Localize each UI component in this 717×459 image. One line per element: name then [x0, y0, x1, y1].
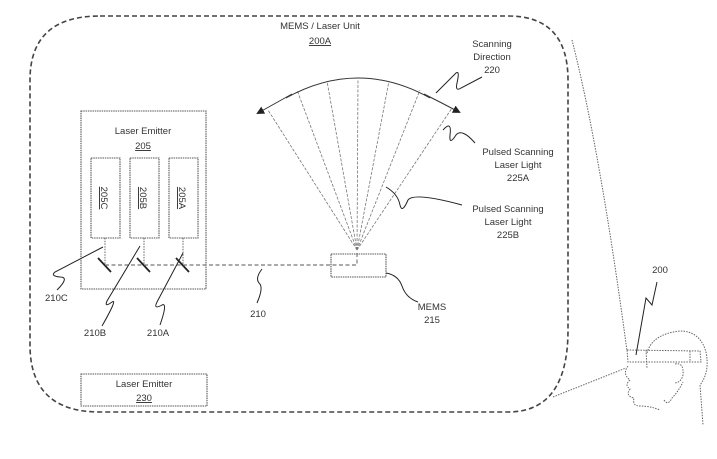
leader-215 — [385, 272, 419, 303]
scanning-direction-label-2: Direction — [473, 52, 511, 63]
scanning-direction-label-1: Scanning — [472, 39, 512, 50]
svg-text:205C: 205C — [98, 187, 109, 210]
mirror-ref-210b: 210B — [84, 328, 106, 339]
pulsed-a-label-2: Laser Light — [494, 160, 541, 171]
mirror-ref-210c: 210C — [45, 293, 68, 304]
leader-210c — [52, 246, 104, 291]
laser-emitter-title: Laser Emitter — [115, 126, 172, 137]
head-outline — [646, 330, 708, 426]
laser-emitter-230-box — [80, 373, 208, 407]
leader-210 — [256, 268, 263, 304]
laser-emitter-ref: 205 — [135, 141, 151, 152]
scanning-direction-arc — [285, 77, 431, 99]
pulsed-b-ref: 225B — [497, 230, 519, 241]
scan-ray — [267, 109, 358, 251]
mirror-210a — [175, 257, 190, 273]
combined-beam-210 — [105, 252, 358, 266]
headset-lens — [645, 349, 648, 369]
headset-band — [626, 349, 702, 363]
unit-ref: 200A — [309, 36, 332, 47]
laser-source-205b: 205B — [129, 157, 160, 239]
laser-emitter-230-title: Laser Emitter — [116, 379, 173, 390]
headset-ref-200: 200 — [652, 265, 668, 276]
leader-200 — [635, 281, 658, 356]
mirror-210c — [97, 257, 112, 273]
neck-outline — [663, 381, 684, 404]
face-outline — [624, 365, 661, 411]
laser-source-205c: 205C — [90, 157, 121, 239]
leader-225b — [385, 186, 463, 210]
beam-ref-210: 210 — [250, 309, 266, 320]
scan-ray — [296, 89, 358, 251]
scanning-direction-ref: 220 — [484, 65, 500, 76]
leader-225a — [442, 125, 476, 144]
pulsed-a-label-1: Pulsed Scanning — [482, 147, 553, 158]
arrow-right-icon — [423, 93, 461, 113]
laser-source-205a: 205A — [168, 157, 199, 239]
svg-text:205B: 205B — [137, 187, 148, 209]
laser-emitter-230-ref: 230 — [136, 393, 152, 404]
scan-ray — [356, 80, 390, 251]
projection-line-lower — [552, 367, 627, 398]
pulsed-a-ref: 225A — [507, 173, 530, 184]
leader-210b — [101, 245, 141, 327]
scan-ray — [356, 107, 453, 251]
scan-ray — [326, 80, 358, 251]
ear-outline — [673, 363, 684, 384]
mems-ref: 215 — [424, 315, 440, 326]
arrow-left-icon — [256, 93, 293, 114]
svg-text:205A: 205A — [176, 187, 187, 210]
mems-label: MEMS — [418, 302, 447, 313]
projection-line-upper — [571, 39, 628, 352]
unit-title: MEMS / Laser Unit — [280, 21, 360, 32]
leader-210a — [155, 252, 184, 326]
head-with-headset-illustration — [624, 330, 708, 426]
scan-ray — [356, 89, 421, 251]
scan-rays — [267, 78, 453, 251]
leader-220 — [435, 72, 483, 94]
pulsed-b-label-1: Pulsed Scanning — [472, 204, 543, 215]
scan-ray — [356, 78, 359, 251]
laser-emitter-box — [80, 110, 207, 290]
mirror-ref-210a: 210A — [147, 328, 170, 339]
mems-box — [330, 253, 387, 278]
unit-boundary — [29, 15, 569, 413]
pulsed-b-label-2: Laser Light — [484, 217, 531, 228]
mirror-210b — [136, 257, 151, 273]
